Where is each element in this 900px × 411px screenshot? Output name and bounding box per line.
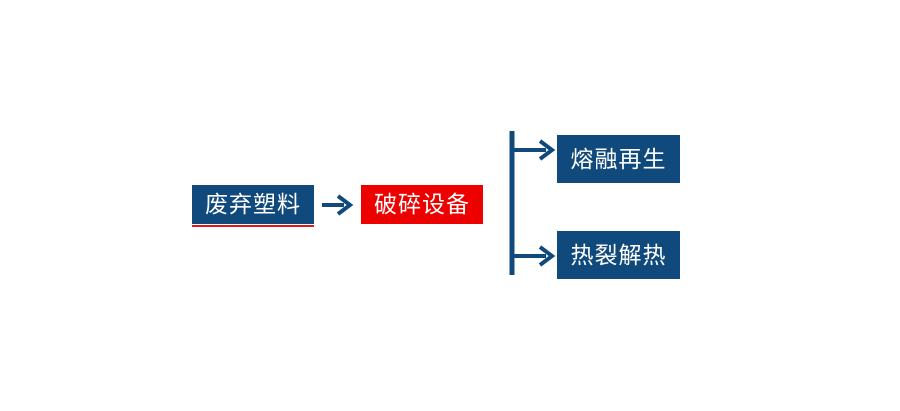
branch-arrows-icon	[508, 128, 564, 278]
node-pyrolysis[interactable]: 热裂解热	[557, 231, 680, 279]
node-pyrolysis-label: 热裂解热	[570, 241, 667, 268]
node-waste-plastic-label: 废弃塑料	[205, 191, 301, 217]
node-crushing-equipment[interactable]: 破碎设备	[361, 185, 483, 224]
node-melt-regeneration-label: 熔融再生	[570, 145, 667, 172]
node-waste-plastic[interactable]: 废弃塑料	[192, 185, 314, 227]
arrow-right-icon	[320, 190, 356, 220]
node-melt-regeneration[interactable]: 熔融再生	[557, 135, 680, 183]
node-crushing-equipment-label: 破碎设备	[374, 191, 470, 217]
